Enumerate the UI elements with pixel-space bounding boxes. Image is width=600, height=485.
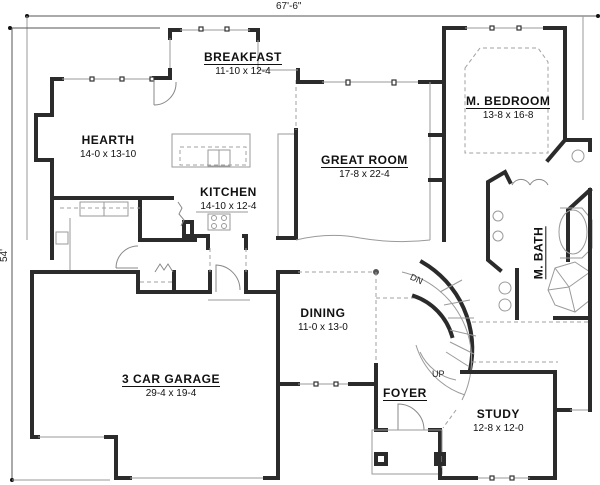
hearth-walls [34, 76, 177, 202]
curved-stair [371, 259, 477, 475]
kitchen-fixtures [171, 80, 298, 240]
room-size: 11-10 x 12-4 [215, 66, 271, 77]
room-name: M. BEDROOM [466, 94, 551, 109]
room-size: 13-8 x 16-8 [482, 110, 534, 121]
dimension-lines [8, 14, 600, 482]
room-study: STUDY 12-8 x 12-0 [473, 405, 524, 435]
room-size: 29-4 x 19-4 [145, 388, 197, 399]
room-garage: 3 CAR GARAGE 29-4 x 19-4 [122, 370, 221, 399]
garage-walls [30, 245, 300, 480]
room-name: STUDY [476, 407, 520, 421]
room-name: FOYER [383, 386, 427, 401]
room-size: 14-10 x 12-4 [200, 201, 257, 212]
room-name: DINING [300, 306, 346, 320]
kitchen-lower-walls [50, 196, 248, 270]
dining-walls [298, 269, 415, 387]
room-dining: DINING 11-0 x 13-0 [298, 304, 348, 334]
overall-depth-label: 54' [0, 248, 11, 263]
study-walls [438, 316, 592, 481]
room-name: HEARTH [81, 133, 135, 147]
room-size: 14-0 x 13-10 [80, 149, 137, 160]
room-name: GREAT ROOM [321, 153, 408, 168]
room-hearth: HEARTH 14-0 x 13-10 [80, 131, 137, 161]
room-name: 3 CAR GARAGE [122, 372, 221, 387]
master-bedroom-walls [442, 25, 592, 242]
room-kitchen: KITCHEN 14-10 x 12-4 [200, 183, 257, 213]
room-size: 11-0 x 13-0 [298, 322, 348, 333]
great-room-walls [295, 79, 446, 243]
room-size: 12-8 x 12-0 [473, 423, 524, 434]
stair-up-label: UP [432, 369, 445, 379]
room-foyer: FOYER [383, 384, 427, 402]
overall-width-label: 67'-6" [276, 1, 302, 12]
room-name: BREAKFAST [204, 50, 282, 65]
room-name: M. BATH [531, 226, 547, 280]
room-size: 17-8 x 22-4 [339, 169, 390, 180]
room-breakfast: BREAKFAST 11-10 x 12-4 [204, 48, 282, 77]
room-master-bath: M. BATH [529, 226, 547, 280]
room-name: KITCHEN [200, 185, 257, 199]
room-master-bedroom: M. BEDROOM 13-8 x 16-8 [466, 92, 551, 121]
room-great-room: GREAT ROOM 17-8 x 22-4 [321, 151, 408, 180]
